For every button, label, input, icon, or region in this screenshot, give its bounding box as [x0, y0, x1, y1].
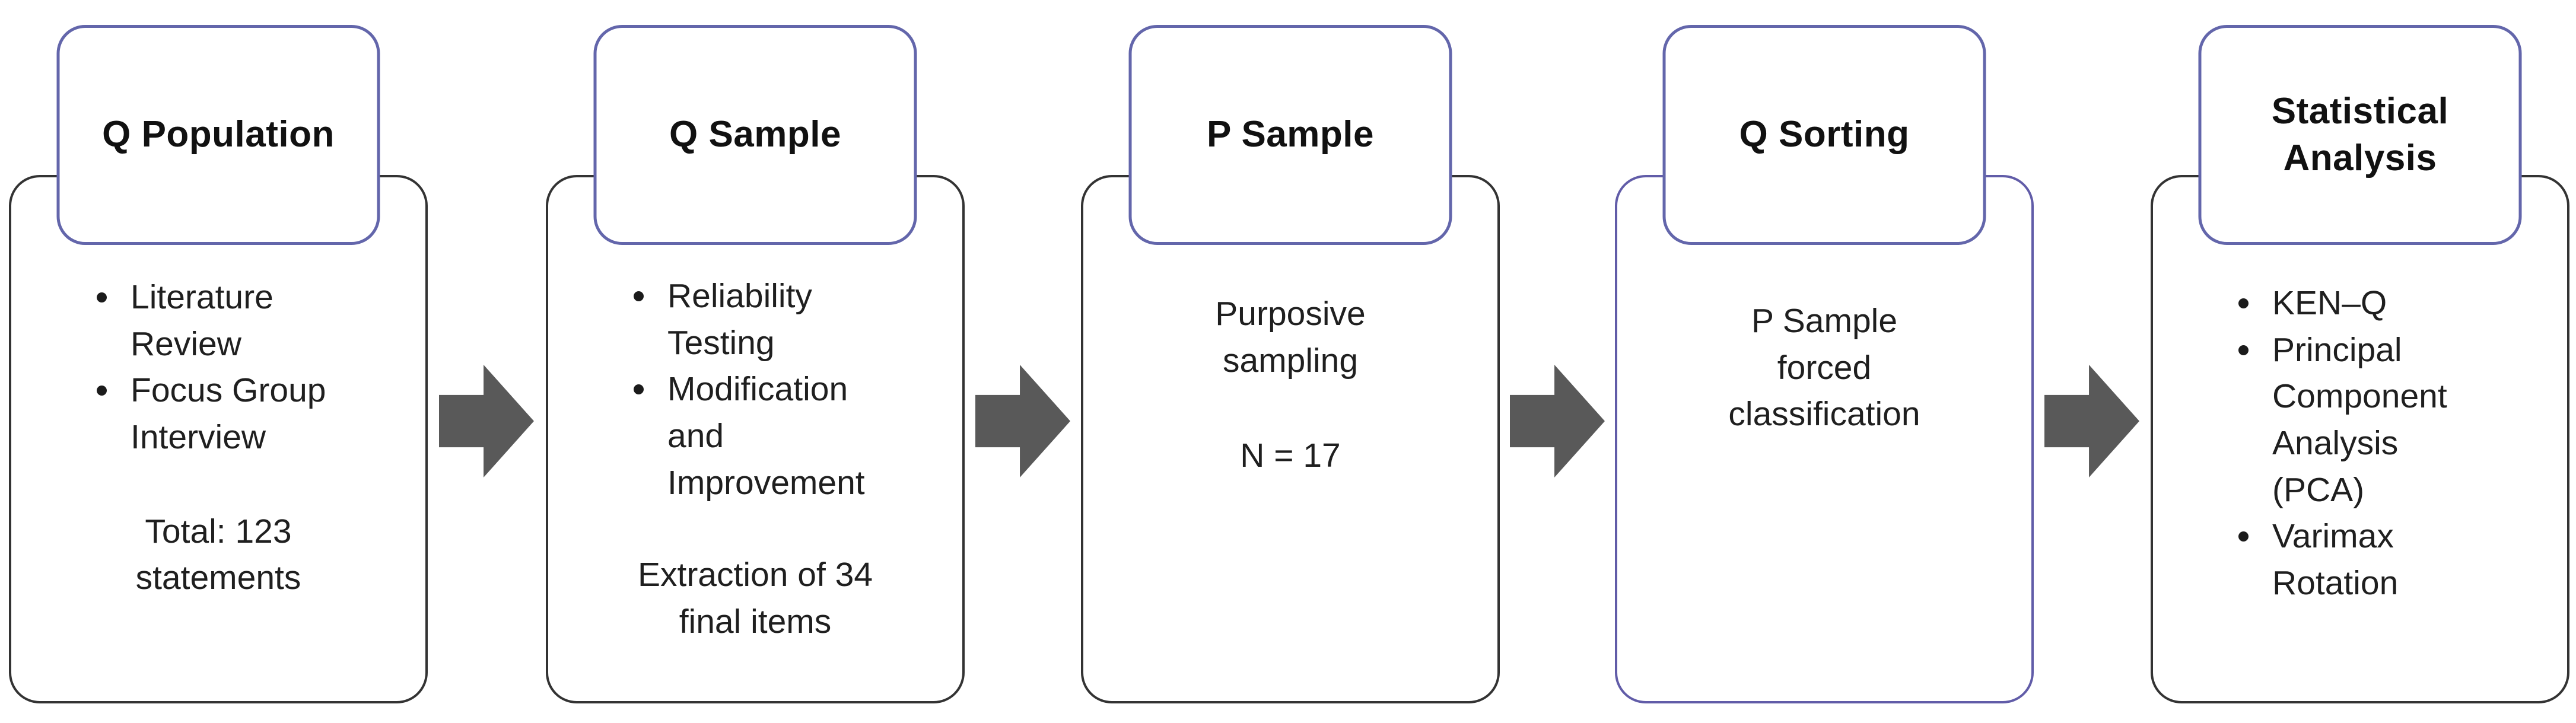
stage-title: Statistical Analysis — [2271, 90, 2449, 179]
bullet-item: Focus Group Interview — [9, 367, 428, 460]
flow-arrow-icon — [2044, 365, 2139, 477]
stage-header-box: Q Population — [56, 25, 380, 245]
stage-column-q-population: Q Population Literature Review Focus Gro… — [9, 0, 428, 723]
bullet-item: Varimax Rotation — [2151, 513, 2569, 606]
bullet-item: Modification and Improvement — [546, 366, 965, 506]
bullet-item: Literature Review — [9, 274, 428, 367]
stage-text: P Sample forced classification — [1728, 302, 1920, 434]
stage-title: Q Population — [102, 114, 335, 155]
stage-title: P Sample — [1206, 114, 1374, 155]
stage-text: Purposive sampling — [1215, 295, 1366, 380]
bullet-item: Principal Component Analysis (PCA) — [2151, 327, 2569, 514]
stage-note: Extraction of 34 final items — [637, 556, 873, 641]
stage-note: Total: 123 statements — [135, 512, 301, 597]
stage-content: Reliability Testing Modification and Imp… — [546, 273, 965, 645]
flow-arrow-icon — [439, 365, 534, 477]
stage-title: Q Sorting — [1739, 114, 1910, 155]
stage-body-box — [9, 175, 428, 703]
flow-arrow-icon — [1510, 365, 1605, 477]
bullet-item: Reliability Testing — [546, 273, 965, 366]
stage-text: N = 17 — [1240, 437, 1341, 475]
stage-title: Q Sample — [669, 114, 841, 155]
bullet-item: KEN–Q — [2151, 280, 2569, 327]
stage-column-q-sample: Q Sample Reliability Testing Modificatio… — [546, 0, 965, 723]
stage-column-statistical-analysis: Statistical Analysis KEN–Q Principal Com… — [2151, 0, 2569, 723]
bullet-list: KEN–Q Principal Component Analysis (PCA)… — [2151, 280, 2569, 607]
bullet-list: Literature Review Focus Group Interview — [9, 274, 428, 461]
stage-content: Literature Review Focus Group Interview … — [9, 274, 428, 601]
bullet-list: Reliability Testing Modification and Imp… — [546, 273, 965, 506]
stage-content: P Sample forced classification — [1615, 298, 2034, 438]
stage-header-box: Q Sorting — [1662, 25, 1986, 245]
stage-header-box: Statistical Analysis — [2198, 25, 2522, 245]
stage-body-box — [1615, 175, 2034, 703]
stage-body-box — [2151, 175, 2569, 703]
stage-content: KEN–Q Principal Component Analysis (PCA)… — [2151, 280, 2569, 607]
stage-body-box — [1081, 175, 1500, 703]
stage-column-q-sorting: Q Sorting P Sample forced classification — [1615, 0, 2034, 723]
flow-arrow-icon — [975, 365, 1070, 477]
stage-header-box: Q Sample — [593, 25, 917, 245]
stage-header-box: P Sample — [1128, 25, 1452, 245]
stage-body-box — [546, 175, 965, 703]
stage-content: Purposive sampling N = 17 — [1081, 291, 1500, 479]
stage-column-p-sample: P Sample Purposive sampling N = 17 — [1081, 0, 1500, 723]
